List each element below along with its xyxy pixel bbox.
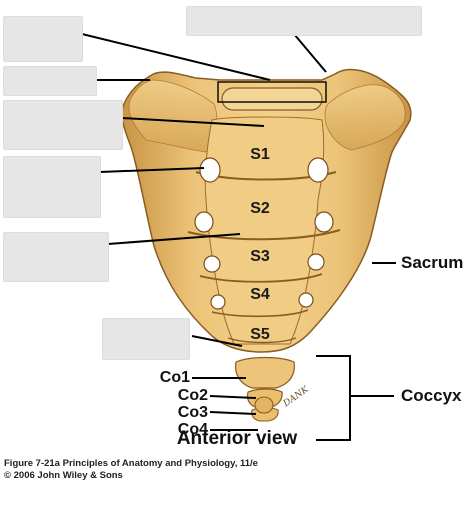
figure-caption: Figure 7-21a Principles of Anatomy and P… bbox=[4, 458, 258, 482]
foramen-right-1 bbox=[307, 157, 329, 183]
label-co2: Co2 bbox=[177, 387, 208, 404]
foramen-right-2 bbox=[314, 211, 334, 233]
coccyx-co4 bbox=[254, 396, 274, 414]
label-co1: Co1 bbox=[159, 369, 190, 386]
foramen-left-1 bbox=[199, 157, 221, 183]
label-co3: Co3 bbox=[177, 404, 208, 421]
label-coccyx: Coccyx bbox=[401, 386, 462, 405]
coccyx-co1 bbox=[235, 356, 295, 389]
leader-lines bbox=[81, 33, 396, 431]
blank-label-box-3[interactable] bbox=[3, 66, 97, 96]
ridge-4 bbox=[211, 309, 309, 318]
right-ala bbox=[324, 84, 406, 151]
blank-label-box-2[interactable] bbox=[186, 6, 422, 36]
coccyx-bracket bbox=[316, 355, 351, 441]
blank-label-box-4[interactable] bbox=[3, 100, 123, 150]
ridge-5 bbox=[227, 337, 297, 344]
foramen-left-2 bbox=[194, 211, 214, 233]
label-s5: S5 bbox=[250, 326, 270, 343]
caption-line-1: Figure 7-21a Principles of Anatomy and P… bbox=[4, 458, 258, 469]
blank-label-box-7[interactable] bbox=[102, 318, 190, 360]
label-co4: Co4 bbox=[177, 421, 208, 438]
ridge-2 bbox=[187, 229, 341, 241]
caption-line-2: © 2006 John Wiley & Sons bbox=[4, 470, 123, 481]
label-s4: S4 bbox=[250, 286, 270, 303]
label-s1: S1 bbox=[250, 146, 270, 163]
label-s3: S3 bbox=[250, 248, 270, 265]
s1-superior-surface bbox=[221, 87, 323, 111]
foramen-left-3 bbox=[203, 255, 221, 273]
ridge-3 bbox=[199, 273, 323, 283]
blank-label-box-6[interactable] bbox=[3, 232, 109, 282]
label-s2: S2 bbox=[250, 200, 270, 217]
foramen-right-3 bbox=[307, 253, 325, 271]
foramen-right-4 bbox=[298, 292, 314, 308]
blank-label-box-5[interactable] bbox=[3, 156, 101, 218]
label-sacrum: Sacrum bbox=[401, 253, 464, 272]
promontory-highlight-box bbox=[217, 81, 327, 103]
foramen-left-4 bbox=[210, 294, 226, 310]
left-ala bbox=[128, 79, 218, 153]
blank-label-box-1[interactable] bbox=[3, 16, 83, 62]
view-title: Anterior view bbox=[176, 428, 298, 449]
